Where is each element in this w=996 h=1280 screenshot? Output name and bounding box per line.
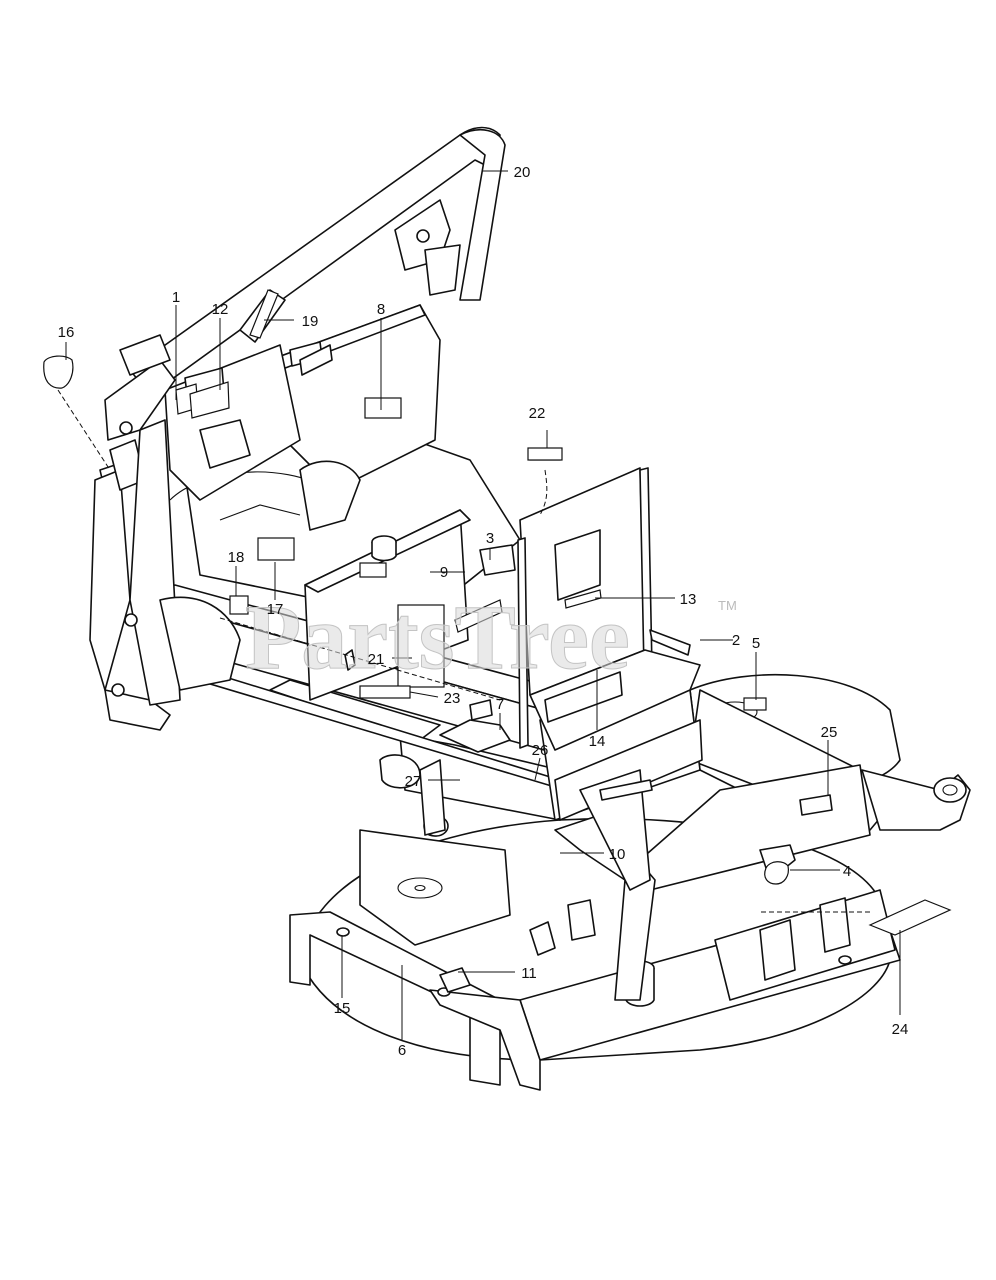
decal-19-shape: [249, 289, 279, 339]
callout-15: 15: [334, 1000, 351, 1017]
callout-9: 9: [440, 564, 448, 581]
callout-22: 22: [529, 405, 546, 422]
main-frame: [149, 584, 703, 1001]
watermark-tm: TM: [718, 598, 737, 613]
deck-right-housing: [639, 673, 971, 891]
callout-17: 17: [267, 601, 284, 618]
watermark: PartsTree TM: [245, 586, 737, 689]
callout-26: 26: [532, 742, 549, 759]
seat-support-plate: [479, 449, 701, 801]
callout-1: 1: [172, 289, 180, 306]
callout-2: 2: [732, 632, 740, 649]
callout-7: 7: [496, 696, 504, 713]
callout-25: 25: [821, 724, 838, 741]
callout-18: 18: [228, 549, 245, 566]
decal-5-shape: [743, 697, 767, 711]
callout-6: 6: [398, 1042, 406, 1059]
callout-16: 16: [58, 324, 75, 341]
callout-10: 10: [609, 846, 626, 863]
mower-deck: [289, 817, 901, 1091]
reference-lines: [57, 389, 870, 913]
callouts: 1 2 3 4 5 6 7 8 9 10 11 12 13 14 15 16 1…: [58, 164, 909, 1059]
callout-21: 21: [368, 651, 385, 668]
decal-24-shape: [868, 899, 952, 936]
decal-16-shape: [43, 355, 74, 389]
left-frame: [89, 334, 241, 731]
callout-11: 11: [521, 965, 537, 982]
callout-5: 5: [752, 635, 760, 652]
callout-24: 24: [892, 1021, 909, 1038]
callout-20: 20: [514, 164, 531, 181]
callout-3: 3: [486, 530, 494, 547]
callout-19: 19: [302, 313, 319, 330]
callout-8: 8: [377, 301, 385, 318]
watermark-text: PartsTree: [245, 586, 630, 688]
callout-14: 14: [589, 733, 606, 750]
callout-23: 23: [444, 690, 461, 707]
callout-13: 13: [680, 591, 697, 608]
callout-4: 4: [843, 863, 851, 880]
leader-lines: [65, 170, 901, 1040]
callout-27: 27: [405, 773, 422, 790]
loose-decals: [43, 289, 952, 936]
decal-22-shape: [527, 447, 563, 461]
rops-roll-bar: [129, 126, 506, 396]
decal-4-shape: [764, 861, 789, 885]
callout-12: 12: [212, 301, 229, 318]
